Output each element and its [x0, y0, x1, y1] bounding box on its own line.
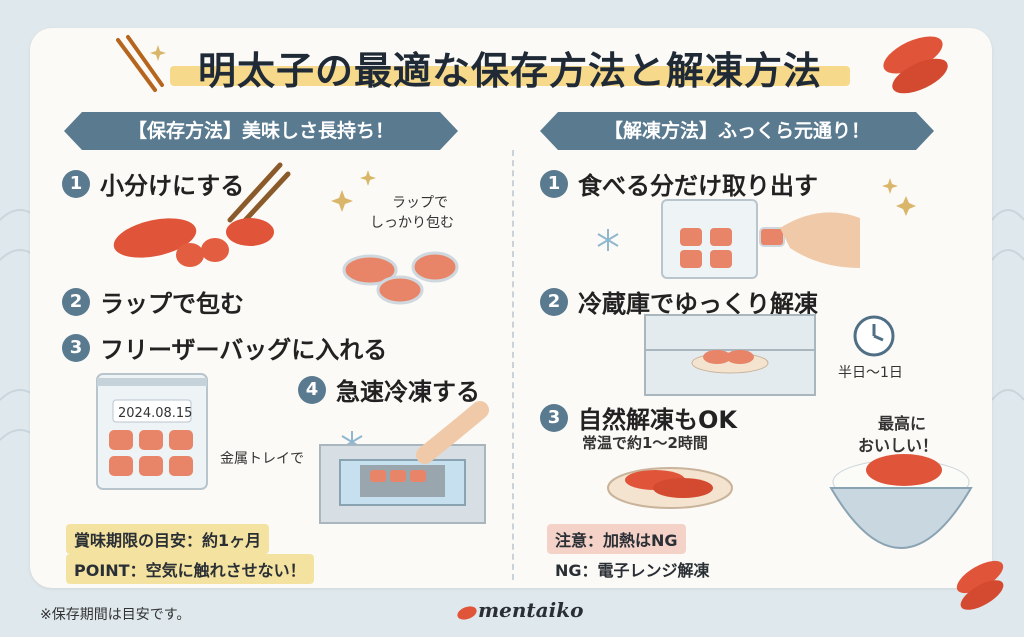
roe-icon — [883, 36, 948, 94]
snowflake-icon — [597, 229, 619, 251]
bubble-line-2: おいしい！ — [858, 436, 939, 455]
fridge-illustration — [644, 314, 816, 396]
step-number: 1 — [62, 169, 90, 198]
page-title: 明太子の最適な保存方法と解凍方法 — [197, 49, 822, 93]
ng-note: NG：電子レンジ解凍 — [555, 561, 710, 580]
storage-ribbon: 【保存方法】美味しさ長持ち！ — [64, 112, 458, 150]
storage-step-1: 1 小分けにする — [62, 166, 244, 201]
step-number: 3 — [540, 403, 568, 432]
expiry-note: 賞味期限の目安：約1ヶ月 — [66, 524, 270, 554]
wrap-caption-line-1: ラップで — [392, 195, 448, 211]
bubble-line-1: 最高に — [878, 414, 927, 433]
step-label: 急速冷凍する — [336, 378, 480, 406]
sparkle-icon — [331, 170, 376, 212]
storage-step-4: 4 急速冷凍する — [298, 372, 480, 407]
step-number: 3 — [62, 333, 90, 362]
caution-note: 注意：加熱はNG — [547, 524, 686, 554]
column-divider — [512, 150, 514, 580]
freezer-bag-illustration — [96, 373, 208, 490]
storage-step-2: 2 ラップで包む — [62, 284, 244, 319]
thaw-step-3: 3 自然解凍もOK — [540, 400, 737, 435]
point-note: POINT：空気に触れさせない！ — [66, 554, 314, 584]
step-label: 食べる分だけ取り出す — [578, 172, 818, 200]
rice-bowl-illustration — [829, 454, 973, 549]
thaw-step-2: 2 冷蔵庫でゆっくり解凍 — [540, 284, 818, 319]
bag-date-label: 2024.08.15 — [118, 406, 193, 421]
footer-note: ※保存期間は目安です。 — [40, 607, 191, 623]
sparkle-icon — [882, 178, 916, 216]
brand-logo: mentaiko — [478, 598, 584, 622]
title-highlight — [170, 66, 850, 86]
wrapped-roe-illustration — [342, 251, 459, 305]
step-label: フリーザーバッグに入れる — [100, 336, 388, 364]
step-label: 自然解凍もOK — [578, 406, 737, 434]
room-temp-caption: 常温で約1〜2時間 — [582, 434, 708, 452]
logo-roe-icon — [457, 606, 477, 620]
step-number: 1 — [540, 169, 568, 198]
bag-hand-illustration — [661, 199, 860, 279]
tray-caption: 金属トレイで — [220, 451, 304, 467]
storage-step-3: 3 フリーザーバッグに入れる — [62, 330, 387, 365]
fridge-time-caption: 半日〜1日 — [838, 365, 903, 381]
step-label: 小分けにする — [100, 172, 245, 200]
freezer-tray-illustration — [319, 401, 489, 524]
roe-icon — [956, 560, 1004, 610]
step-label: ラップで包む — [100, 290, 244, 318]
chopsticks-icon — [116, 35, 166, 92]
sliced-roe-illustration — [113, 162, 291, 267]
step-label: 冷蔵庫でゆっくり解凍 — [578, 290, 818, 318]
wrap-caption-line-2: しっかり包む — [370, 215, 454, 231]
step-number: 2 — [540, 287, 568, 316]
thaw-step-1: 1 食べる分だけ取り出す — [540, 166, 818, 201]
thaw-ribbon: 【解凍方法】ふっくら元通り！ — [540, 112, 934, 150]
plate-roe-illustration — [607, 467, 733, 509]
step-number: 4 — [298, 375, 326, 404]
step-number: 2 — [62, 287, 90, 316]
clock-icon — [853, 315, 895, 357]
wave-pattern-right — [991, 209, 1024, 401]
